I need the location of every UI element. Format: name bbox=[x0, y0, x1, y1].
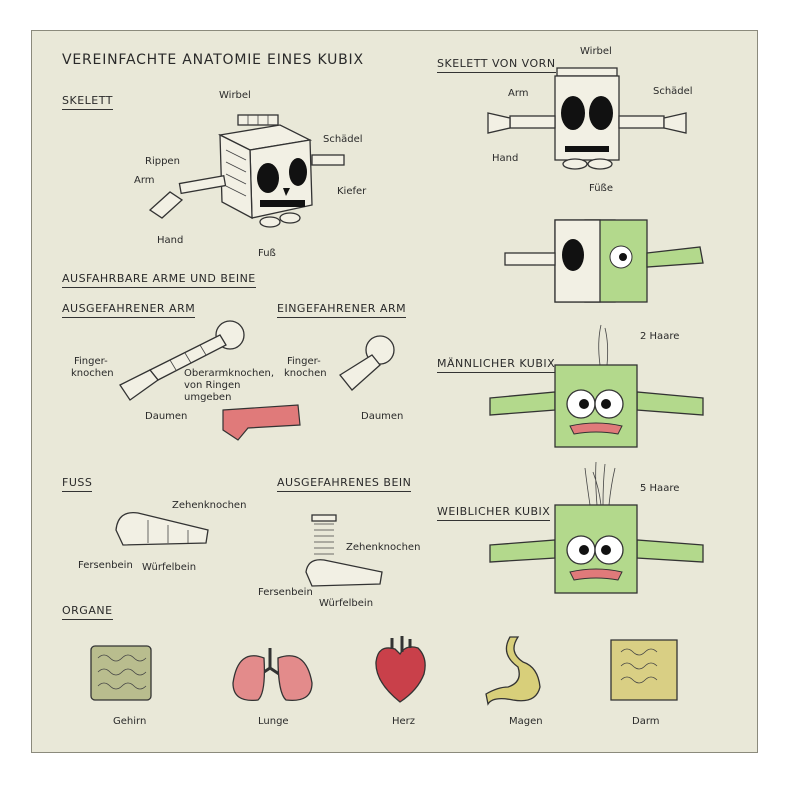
label-bein-fersen: Fersenbein bbox=[258, 587, 313, 598]
skeleton-3d-figure bbox=[148, 114, 345, 228]
label-finger2: knochen bbox=[71, 368, 114, 379]
right-arm-icon bbox=[636, 391, 704, 416]
stomach-icon bbox=[485, 636, 541, 706]
half-kubix-figure bbox=[504, 219, 704, 303]
extended-leg-figure bbox=[305, 514, 383, 587]
label-hand: Hand bbox=[157, 235, 184, 246]
heading-organe: Organe bbox=[62, 604, 113, 620]
label-fuss-fersen: Fersenbein bbox=[78, 560, 133, 571]
hand-bones-icon bbox=[119, 369, 159, 401]
skeleton-front-figure bbox=[487, 67, 687, 170]
foot-icon bbox=[305, 559, 383, 587]
spring-icon bbox=[314, 523, 334, 555]
left-arm-icon bbox=[509, 115, 556, 129]
label-rippen: Rippen bbox=[145, 156, 180, 167]
label-bein-wuerfel: Würfelbein bbox=[319, 598, 374, 609]
hair-icon bbox=[584, 461, 616, 506]
mouth-icon bbox=[569, 568, 623, 581]
page-title: Vereinfachte Anatomie eines Kubix bbox=[62, 52, 364, 68]
heading-weiblich: Weiblicher Kubix bbox=[437, 505, 551, 521]
bone-arm-icon bbox=[504, 252, 556, 266]
left-hand-icon bbox=[487, 112, 511, 134]
heading-ausgefahrener-arm: Ausgefahrener Arm bbox=[62, 302, 196, 318]
heading-fuss: Fuss bbox=[62, 476, 93, 492]
label-oberarm2: von Ringen bbox=[184, 380, 241, 391]
feet-icon bbox=[562, 158, 613, 170]
label-oberarm3: umgeben bbox=[184, 392, 232, 403]
left-arm-icon bbox=[489, 391, 556, 416]
label-wirbel: Wirbel bbox=[219, 90, 251, 101]
label-vorn-fuesse: Füße bbox=[589, 183, 613, 194]
label-kiefer: Kiefer bbox=[337, 186, 367, 197]
label-vorn-schaedel: Schädel bbox=[653, 86, 693, 97]
spine-icon bbox=[237, 114, 279, 126]
label-ein-finger2: knochen bbox=[284, 368, 327, 379]
feet-icon bbox=[259, 212, 301, 228]
mouth-icon bbox=[569, 422, 623, 435]
label-fuss: Fuß bbox=[258, 248, 276, 259]
label-schaedel: Schädel bbox=[323, 134, 363, 145]
label-ein-daumen: Daumen bbox=[361, 411, 404, 422]
label-vorn-wirbel: Wirbel bbox=[580, 46, 612, 57]
organ-label-gehirn: Gehirn bbox=[113, 716, 147, 727]
left-arm-icon bbox=[148, 174, 227, 219]
label-vorn-hand: Hand bbox=[492, 153, 519, 164]
lung-icon bbox=[232, 648, 313, 702]
label-2-haare: 2 Haare bbox=[640, 331, 680, 342]
female-kubix-figure bbox=[489, 461, 704, 594]
heading-eingefahrener-arm: Eingefahrener Arm bbox=[277, 302, 407, 318]
label-finger1: Finger- bbox=[74, 356, 108, 367]
label-oberarm1: Oberarmknochen, bbox=[184, 368, 275, 379]
heart-icon bbox=[375, 636, 426, 703]
retracted-arm-figure bbox=[339, 335, 395, 391]
heading-ausfahrbare: Ausfahrbare Arme und Beine bbox=[62, 272, 256, 288]
foot-bones-figure bbox=[115, 511, 209, 546]
label-arm: Arm bbox=[134, 175, 155, 186]
label-daumen: Daumen bbox=[145, 411, 188, 422]
label-ein-finger1: Finger- bbox=[287, 356, 321, 367]
right-arm-icon bbox=[618, 115, 665, 129]
organ-label-darm: Darm bbox=[632, 716, 660, 727]
label-fuss-wuerfel: Würfelbein bbox=[142, 562, 197, 573]
right-arm-icon bbox=[636, 539, 704, 563]
organ-label-magen: Magen bbox=[509, 716, 543, 727]
hair-icon bbox=[598, 324, 609, 366]
intestine-icon bbox=[610, 639, 678, 701]
heading-ausgefahrenes-bein: Ausgefahrenes Bein bbox=[277, 476, 412, 492]
eye-socket-icon bbox=[257, 163, 279, 193]
brain-icon bbox=[90, 645, 152, 701]
organ-label-lunge: Lunge bbox=[258, 716, 289, 727]
organ-label-herz: Herz bbox=[392, 716, 416, 727]
heading-maennlich: Männlicher Kubix bbox=[437, 357, 556, 373]
spine-icon bbox=[556, 67, 618, 77]
heading-skelett: Skelett bbox=[62, 94, 113, 110]
label-bein-zehen: Zehenknochen bbox=[346, 542, 421, 553]
label-fuss-zehen: Zehenknochen bbox=[172, 500, 247, 511]
label-vorn-arm: Arm bbox=[508, 88, 529, 99]
green-arm-icon bbox=[646, 246, 704, 268]
label-5-haare: 5 Haare bbox=[640, 483, 680, 494]
extended-arm-figure bbox=[119, 320, 245, 401]
left-arm-icon bbox=[489, 539, 556, 563]
arm-with-skin-figure bbox=[222, 404, 301, 441]
heading-skelett-vorn: Skelett von vorn bbox=[437, 57, 556, 73]
right-arm-icon bbox=[311, 154, 345, 166]
jaw-icon bbox=[260, 200, 305, 207]
right-hand-icon bbox=[663, 112, 687, 134]
male-kubix-figure bbox=[489, 324, 704, 448]
